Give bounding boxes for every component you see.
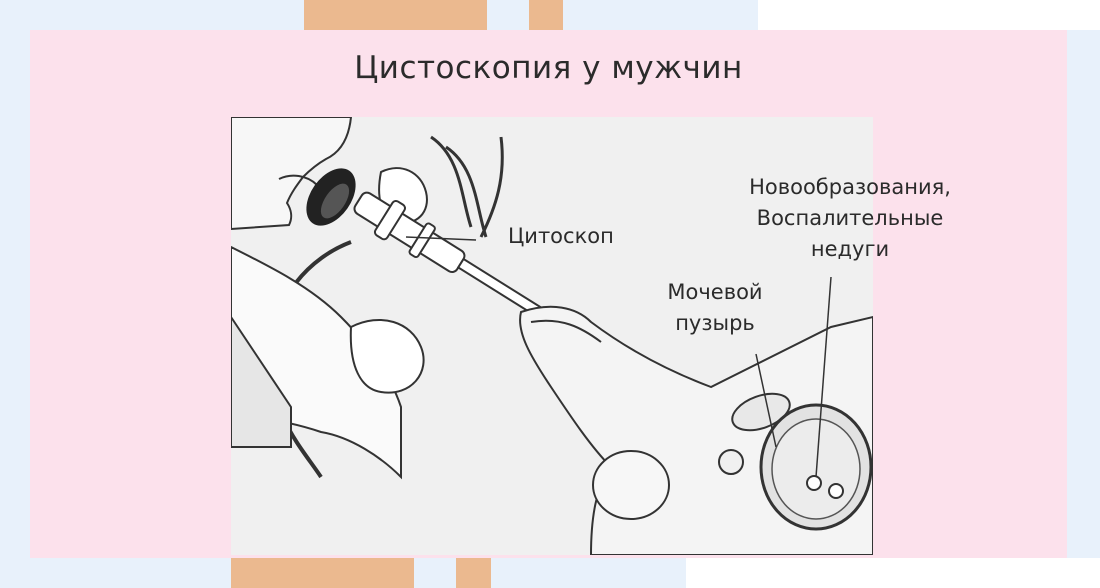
label-neoplasms-line3: недуги (810, 237, 890, 261)
doctor-sleeve (231, 315, 292, 448)
label-bladder-line1: Мочевой (667, 280, 763, 304)
page-title: Цистоскопия у мужчин (354, 50, 743, 86)
accent-stripe-top-wide (304, 0, 487, 30)
doctor-eye (278, 174, 318, 186)
leader-neoplasms (815, 276, 832, 478)
pubic-bone (731, 392, 791, 432)
leader-cystoscope (405, 236, 477, 241)
neoplasm-1 (806, 475, 822, 491)
tube-3 (479, 136, 504, 238)
label-neoplasms-line2: Воспалительные (756, 206, 944, 230)
tube-2 (445, 145, 488, 238)
background-white-panel-bottom (686, 558, 1100, 588)
label-bladder: Мочевой пузырь (650, 277, 780, 339)
tube-1 (430, 135, 473, 228)
label-bladder-line2: пузырь (675, 311, 755, 335)
accent-stripe-bottom-narrow (456, 558, 491, 588)
background-white-panel-top (758, 0, 1100, 30)
penis-outline (530, 319, 602, 343)
accent-stripe-bottom-wide (231, 558, 414, 588)
label-neoplasms: Новообразования, Воспалительные недуги (720, 172, 980, 265)
hand-fingers (349, 318, 425, 394)
testis (592, 450, 670, 520)
neoplasm-2 (828, 483, 844, 499)
label-cystoscope: Цитоскоп (508, 224, 614, 248)
prostate (718, 449, 744, 475)
leader-bladder (755, 353, 777, 448)
cystoscopy-illustration (231, 117, 873, 555)
label-neoplasms-line1: Новообразования, (749, 175, 951, 199)
eyepiece-inner (320, 183, 350, 219)
accent-stripe-top-narrow (529, 0, 563, 30)
